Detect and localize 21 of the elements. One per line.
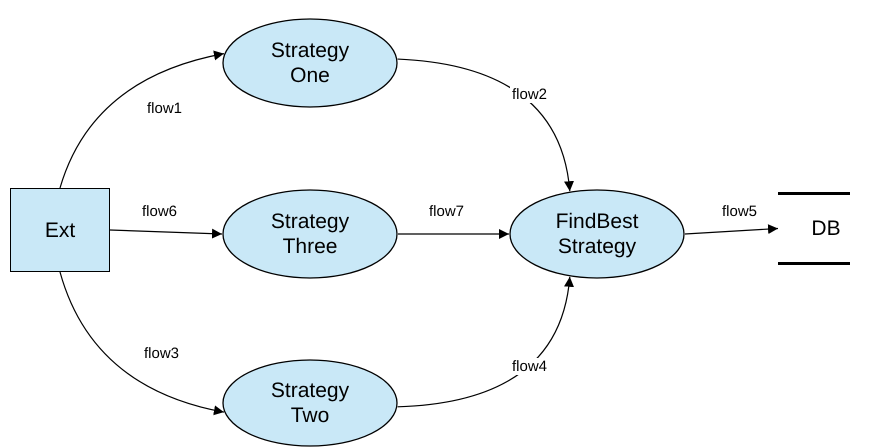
process-ellipse [222, 359, 398, 447]
arrow [398, 58, 574, 192]
edge-label: flow4 [510, 358, 550, 375]
edge-label: flow2 [510, 86, 550, 103]
process-ellipse [509, 189, 685, 279]
node-label: Ext [44, 218, 76, 242]
node-label: Strategy Two [270, 378, 350, 428]
node-label: Strategy One [270, 38, 350, 88]
arrow [398, 276, 574, 408]
external-entity-box [10, 188, 110, 272]
arrow [684, 224, 778, 235]
data-store [778, 192, 850, 265]
arrow [59, 272, 224, 415]
node-label: Strategy Three [270, 209, 350, 259]
process-ellipse [222, 189, 398, 279]
arrow [59, 50, 224, 188]
arrow [110, 228, 222, 239]
arrow [398, 229, 509, 239]
node-label: FindBest Strategy [554, 209, 640, 259]
process-ellipse [222, 18, 398, 108]
node-label: DB [810, 216, 842, 241]
